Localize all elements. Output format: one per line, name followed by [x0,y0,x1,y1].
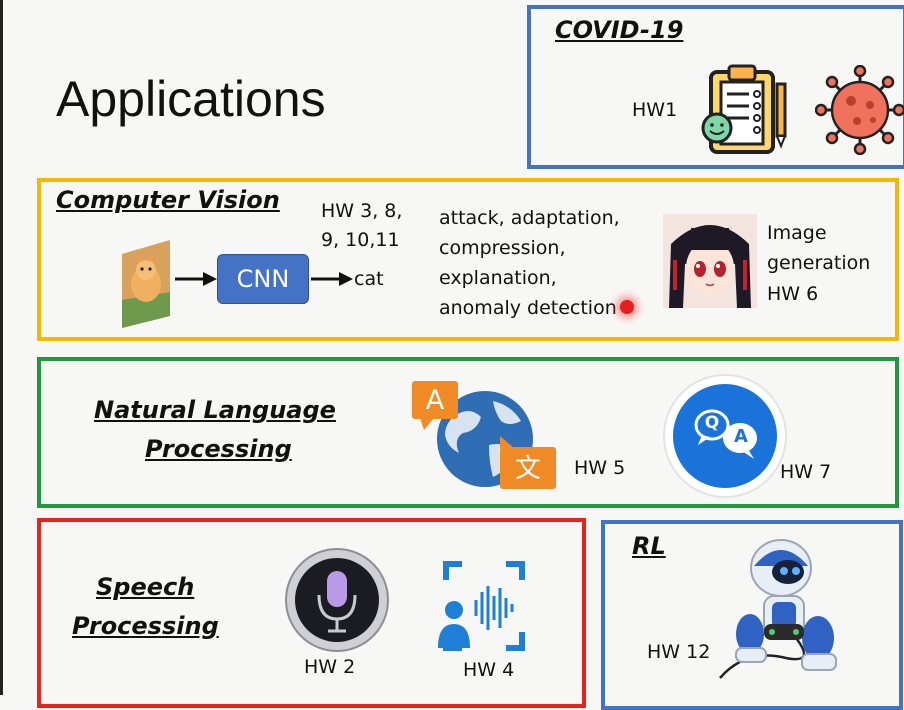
cv-header: Computer Vision [56,186,280,214]
translate-wen-label: 文 [514,454,541,484]
qa-icon [663,374,787,498]
image-gen-hw: HW 6 [767,283,819,305]
translate-bubble-a-tail [420,418,434,430]
translate-a-label: A [425,385,445,416]
cat-image [122,240,170,328]
cv-hw-line2: 9, 10,11 [321,229,400,251]
translate-bubble-a [412,381,458,419]
speech-hw2: HW 2 [304,656,356,678]
laser-pointer [620,300,634,314]
arrow-to-cnn-icon [175,272,217,286]
voice-recognition-icon [438,561,525,651]
robot-gamer-image [719,539,837,679]
cv-topic-3: explanation, [439,267,557,289]
rl-hw: HW 12 [647,641,711,663]
rl-header: RL [632,532,666,560]
cv-output-label: cat [354,268,384,290]
qa-a-text: A [734,426,748,447]
covid-hw: HW1 [632,99,678,121]
microphone-icon [285,548,389,652]
cv-topic-2: compression, [439,237,566,259]
cnn-block: CNN [217,254,309,304]
cv-topic-4: anomaly detection [439,297,617,319]
nlp-header-line2: Processing [145,435,292,463]
nlp-header-line1: Natural Language [94,396,336,424]
arrow-to-cat-icon [311,272,353,286]
covid-header: COVID-19 [555,16,684,44]
nlp-hw7: HW 7 [780,461,832,483]
cv-topic-1: attack, adaptation, [439,207,620,229]
clipboard-icon [701,64,787,154]
virus-icon [815,65,904,155]
image-gen-line1: Image [767,222,827,244]
speech-hw4: HW 4 [463,659,515,681]
nlp-section [37,357,899,508]
speech-header-line1: Speech [96,573,195,601]
translate-bubble-wen [500,447,556,489]
qa-q-text: Q [704,413,720,433]
translate-bubble-wen-tail [500,436,514,448]
slide-title: Applications [56,71,326,127]
image-gen-line2: generation [767,252,871,274]
nlp-hw5: HW 5 [574,457,626,479]
speech-header-line2: Processing [72,612,219,640]
anime-girl-image [663,214,757,308]
cv-hw-line1: HW 3, 8, [321,200,403,222]
cv-section [37,178,899,341]
slide-left-edge [0,0,3,695]
